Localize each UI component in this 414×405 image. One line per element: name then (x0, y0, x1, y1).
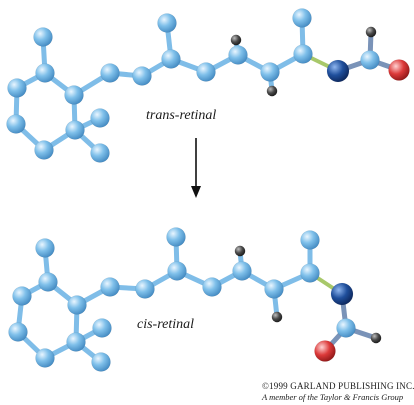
carbon-atom (157, 13, 177, 33)
hydrogen-atom (234, 245, 246, 257)
carbon-atom (132, 66, 152, 86)
carbon-atom (232, 261, 252, 281)
hydrogen-atom (266, 85, 278, 97)
trans-retinal-molecule (6, 8, 410, 163)
carbon-atom (35, 238, 55, 258)
carbon-atom (35, 348, 55, 368)
carbon-atom (360, 50, 380, 70)
trans-retinal-label: trans-retinal (146, 108, 217, 123)
atoms (6, 8, 410, 163)
copyright-line: ©1999 GARLAND PUBLISHING INC. (262, 381, 414, 391)
carbon-atom (336, 318, 356, 338)
nitrogen-atom (326, 59, 350, 83)
carbon-atom (33, 27, 53, 47)
carbon-atom (264, 279, 284, 299)
carbon-atom (293, 44, 313, 64)
carbon-atom (300, 230, 320, 250)
carbon-atom (90, 108, 110, 128)
carbon-atom (135, 279, 155, 299)
carbon-atom (100, 63, 120, 83)
carbon-atom (161, 49, 181, 69)
carbon-atom (100, 277, 120, 297)
carbon-atom (64, 85, 84, 105)
atoms (8, 227, 382, 372)
carbon-atom (7, 78, 27, 98)
carbon-atom (8, 322, 28, 342)
carbon-atom (91, 352, 111, 372)
carbon-atom (166, 227, 186, 247)
carbon-atom (6, 114, 26, 134)
carbon-atom (66, 332, 86, 352)
nitrogen-atom (330, 282, 354, 306)
isomerization-arrow (191, 138, 201, 198)
carbon-atom (292, 8, 312, 28)
carbon-atom (167, 261, 187, 281)
carbon-atom (196, 62, 216, 82)
cis-retinal-label: cis-retinal (137, 317, 195, 332)
carbon-atom (202, 277, 222, 297)
oxygen-atom (388, 59, 410, 81)
hydrogen-atom (230, 34, 242, 46)
cis-retinal-molecule (8, 227, 382, 372)
carbon-atom (38, 272, 58, 292)
carbon-atom (65, 120, 85, 140)
carbon-atom (228, 45, 248, 65)
carbon-atom (92, 318, 112, 338)
publisher-line: A member of the Taylor & Francis Group (262, 392, 404, 402)
carbon-atom (35, 63, 55, 83)
oxygen-atom (314, 340, 336, 362)
carbon-atom (260, 62, 280, 82)
hydrogen-atom (365, 26, 377, 38)
carbon-atom (34, 140, 54, 160)
hydrogen-atom (370, 332, 382, 344)
carbon-atom (12, 286, 32, 306)
carbon-atom (67, 295, 87, 315)
hydrogen-atom (271, 311, 283, 323)
carbon-atom (90, 143, 110, 163)
carbon-atom (300, 263, 320, 283)
